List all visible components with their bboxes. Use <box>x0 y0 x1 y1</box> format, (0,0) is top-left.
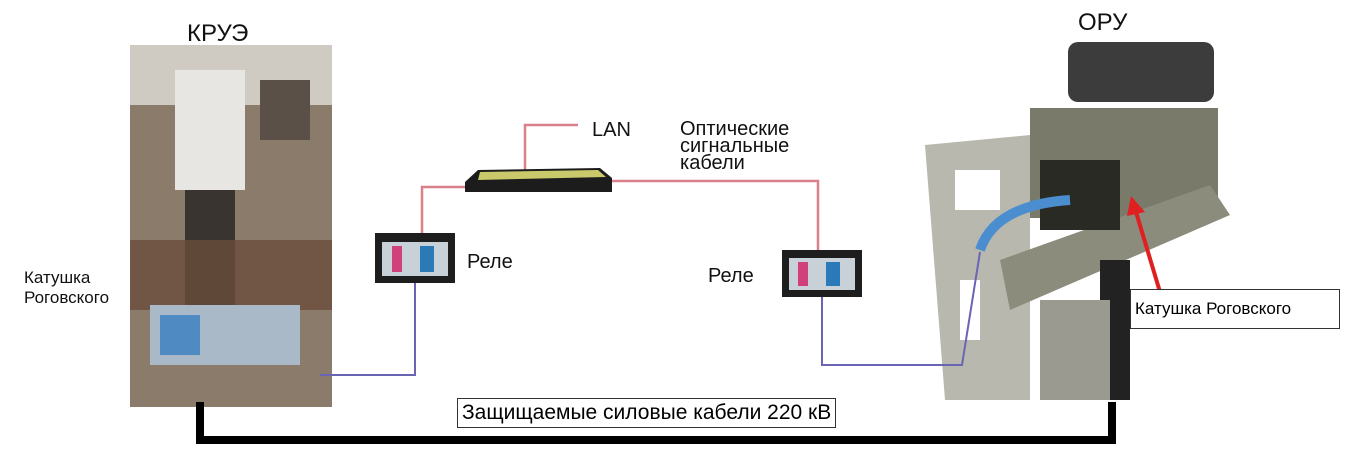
power-cables-label: Защищаемые силовые кабели 220 кВ <box>457 398 837 428</box>
relay-left <box>375 233 455 283</box>
network-switch <box>465 168 612 192</box>
relay-right <box>782 250 862 297</box>
kruye-label: КРУЭ <box>187 20 249 47</box>
relay-right-label: Реле <box>708 265 754 287</box>
power-cable <box>196 402 1116 444</box>
oru-label: ОРУ <box>1078 9 1128 36</box>
rogowski-right-label: Катушка Роговского <box>1130 289 1340 329</box>
optical-cables-label: Оптические сигнальные кабели <box>680 118 790 174</box>
relay-left-label: Реле <box>467 251 513 273</box>
rogowski-arrow <box>1127 196 1162 293</box>
rogowski-left-label: Катушка Роговского <box>24 268 110 307</box>
lan-label: LAN <box>592 119 631 141</box>
signal-cables <box>320 251 981 376</box>
oru-photo <box>925 42 1230 400</box>
kruye-photo <box>130 45 332 407</box>
optical-cables <box>420 123 820 252</box>
